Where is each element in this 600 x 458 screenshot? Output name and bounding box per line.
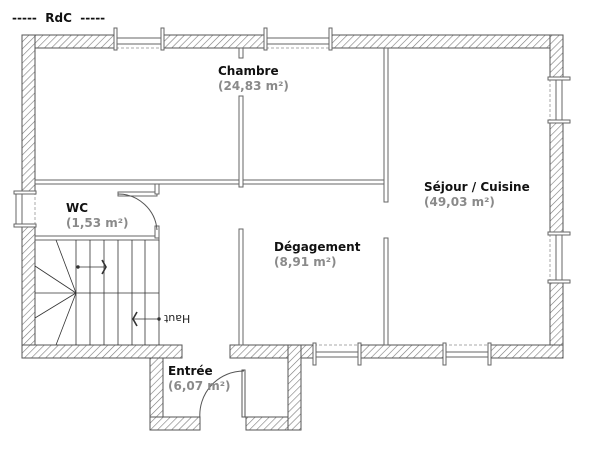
room-label-chambre: Chambre (24,83 m²) xyxy=(218,64,289,94)
wc-door-swing xyxy=(117,193,158,231)
room-name: WC xyxy=(66,201,89,215)
room-name: Séjour / Cuisine xyxy=(424,180,530,194)
stairs-direction-label: Haut xyxy=(164,312,191,325)
windows xyxy=(13,27,571,366)
room-label-entree: Entrée (6,07 m²) xyxy=(168,364,231,394)
room-label-degagement: Dégagement (8,91 m²) xyxy=(274,240,360,270)
room-label-wc: WC (1,53 m²) xyxy=(66,201,129,231)
room-name: Entrée xyxy=(168,364,213,378)
room-label-sejour: Séjour / Cuisine (49,03 m²) xyxy=(424,180,530,210)
level-title: ----- RdC ----- xyxy=(12,11,106,25)
room-area: (6,07 m²) xyxy=(168,379,231,393)
room-area: (24,83 m²) xyxy=(218,79,289,93)
room-area: (8,91 m²) xyxy=(274,255,337,269)
staircase xyxy=(34,239,161,346)
room-area: (49,03 m²) xyxy=(424,195,495,209)
interior-partitions xyxy=(34,47,389,346)
room-name: Chambre xyxy=(218,64,279,78)
entry-door-leaf xyxy=(241,369,246,418)
room-area: (1,53 m²) xyxy=(66,216,129,230)
exterior-walls xyxy=(21,34,564,431)
room-name: Dégagement xyxy=(274,240,361,254)
entry-door-swing xyxy=(199,370,245,420)
